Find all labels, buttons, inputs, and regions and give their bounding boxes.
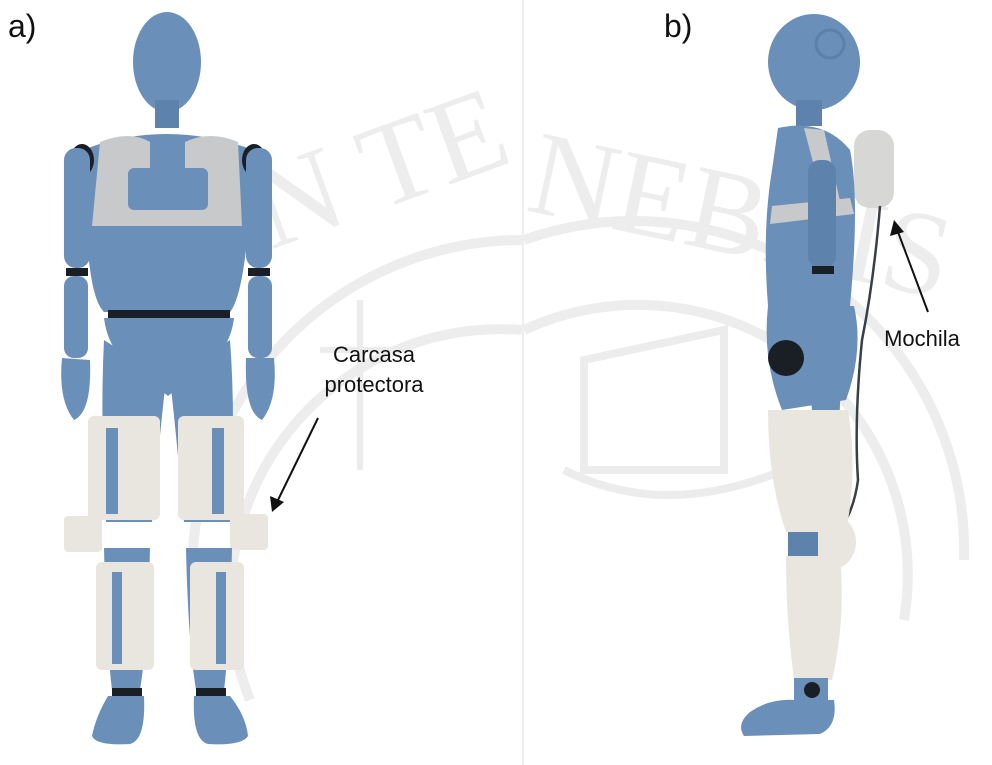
left-shin-shell [96, 562, 154, 670]
head [133, 12, 201, 112]
callout-mochila: Mochila [862, 324, 982, 354]
left-thigh-shell [88, 416, 160, 520]
right-thigh-shell [178, 416, 244, 520]
head-side [768, 14, 860, 110]
left-foot [92, 696, 144, 744]
right-hand [246, 358, 275, 420]
ankle-joint [804, 682, 820, 698]
thigh-shell-side [768, 410, 853, 532]
watermark-text-right: NEBRIS [524, 105, 964, 324]
panel-b-side-view: NEBRIS [524, 0, 992, 765]
hip-joint [768, 340, 804, 376]
waist-joint [108, 310, 230, 318]
left-upper-arm [64, 148, 90, 268]
panel-label-b: b) [664, 8, 692, 45]
left-forearm [64, 276, 88, 358]
backpack [854, 130, 894, 208]
right-knee-housing [230, 514, 268, 550]
panel-a-front-view: N TE [0, 0, 522, 765]
watermark-ship [584, 330, 724, 470]
right-foot [194, 696, 248, 744]
shin-shell-side [786, 556, 842, 680]
mannequin-side [741, 14, 894, 736]
right-forearm [248, 276, 272, 358]
right-upper-arm [246, 148, 272, 268]
panel-b-illustration: NEBRIS [524, 0, 992, 765]
foot-side [741, 700, 835, 736]
callout-carcasa-protectora: Carcasa protectora [294, 340, 454, 400]
callout-carcasa-line2: protectora [294, 370, 454, 400]
mannequin-front [61, 12, 275, 744]
left-knee-housing [64, 516, 102, 552]
panel-label-a: a) [8, 8, 36, 45]
upper-arm-side [808, 160, 836, 268]
left-hand [61, 358, 90, 420]
callout-carcasa-line1: Carcasa [294, 340, 454, 370]
